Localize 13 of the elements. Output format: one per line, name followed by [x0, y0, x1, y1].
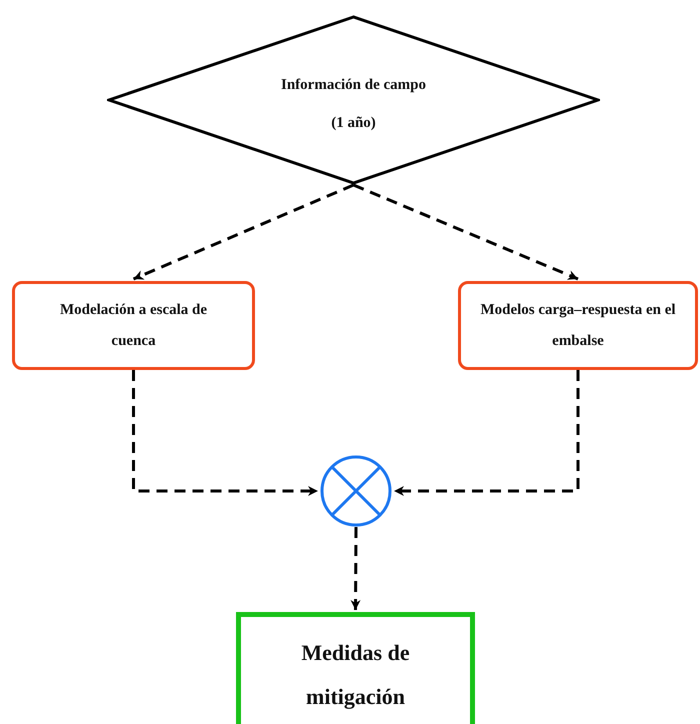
arrow: [132, 184, 354, 280]
process-box: [458, 281, 698, 370]
arrow: [350, 526, 361, 610]
node-label: (1 año): [330, 114, 377, 133]
node-label: Modelos carga–respuesta en el embalse: [479, 300, 677, 350]
arrow: [394, 370, 580, 496]
arrow: [132, 370, 318, 496]
result-box: [236, 612, 475, 724]
node-label: Información de campo: [280, 76, 427, 95]
node-label: Medidas de mitigación: [300, 639, 411, 711]
arrow: [352, 184, 579, 280]
process-box: [12, 281, 255, 370]
node-label: Modelación a escala de cuenca: [58, 300, 208, 350]
